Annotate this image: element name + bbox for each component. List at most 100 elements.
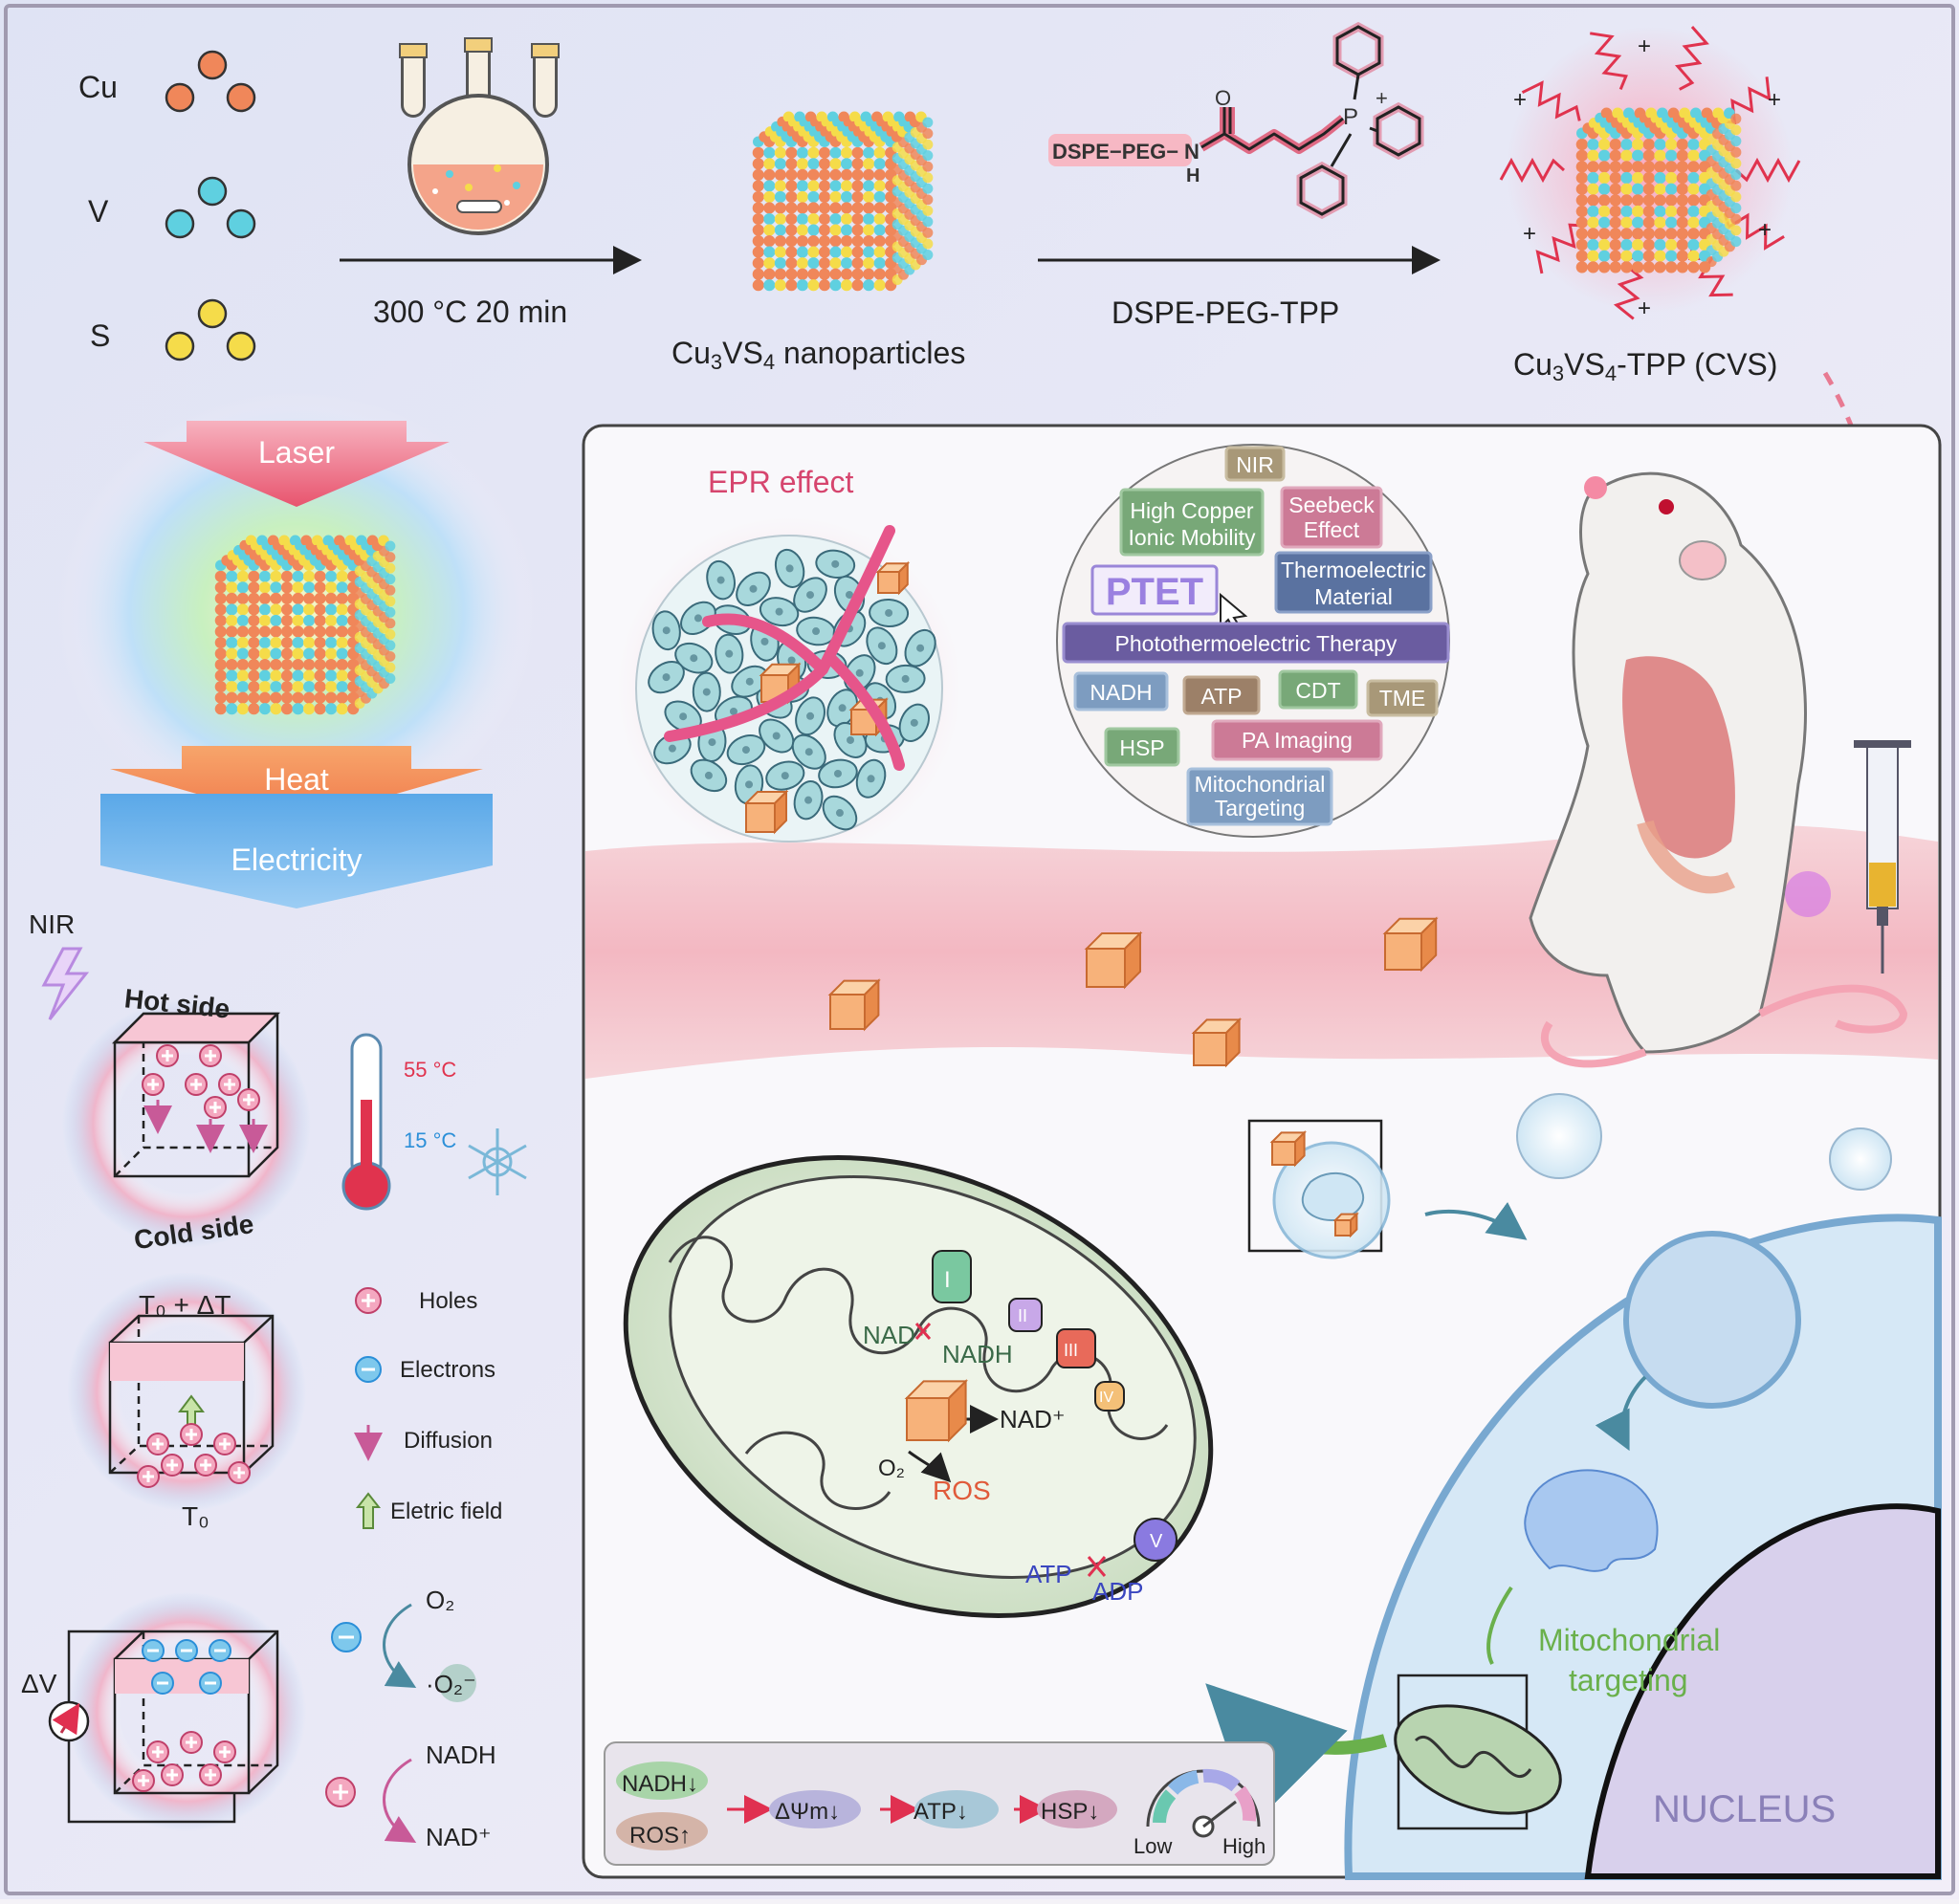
svg-text:Material: Material [1314,584,1393,609]
holes-cluster-1 [142,1044,268,1153]
cvs-nanocube-icon [1575,107,1742,274]
svg-text:Ionic Mobility: Ionic Mobility [1129,525,1256,550]
tag-hsp: HSP [1104,727,1180,767]
endosome [1623,1231,1801,1409]
tag-nir: NIR [1224,446,1286,482]
svg-text:III: III [1064,1341,1078,1360]
vessel-nanocubes [827,916,1439,1068]
svg-text:ATP: ATP [1025,1560,1072,1588]
tumor-cells [648,548,936,835]
svg-text:Photothermoelectric Therapy: Photothermoelectric Therapy [1115,631,1398,656]
svg-text:IV: IV [1099,1390,1113,1406]
legend-electrons: Electrons [400,1357,495,1383]
complex-ii [1008,1298,1043,1332]
electricity-arrow [100,794,493,908]
snowflake-icon [468,1128,527,1195]
tag-pa-imaging: PA Imaging [1211,719,1383,761]
cvs-charges: +++ +++ [1513,33,1781,321]
svg-text:NIR: NIR [1236,452,1274,477]
svg-text:I: I [944,1267,951,1293]
svg-text:+: + [1768,87,1781,113]
temp-high-label: 55 °C [404,1058,456,1082]
svg-text:+: + [1758,217,1772,243]
svg-text:+: + [1638,33,1651,59]
gauge-high-label: High [1222,1834,1266,1858]
complex-iv [1094,1381,1125,1412]
energy-conversion-panel: Laser Heat Electricity [57,392,536,908]
v-atoms [165,176,256,239]
flow-ros: ROS↑ [629,1823,691,1849]
nir-label: NIR [29,909,75,939]
complex-v [1134,1518,1178,1562]
svg-text:Thermoelectric: Thermoelectric [1281,558,1426,582]
epr-label: EPR effect [708,465,853,499]
tag-therapy: Photothermoelectric Therapy [1062,622,1450,664]
svg-text:CDT: CDT [1295,678,1340,703]
svg-text:NAD⁺: NAD⁺ [1000,1405,1066,1433]
dv-label: ΔV [21,1669,57,1698]
reaction-condition-label: 300 °C 20 min [373,295,567,329]
gauge-icon [1146,1768,1261,1838]
redox-nad-label: NAD⁺ [426,1823,492,1851]
three-neck-flask-icon [399,37,560,235]
synthesis-row: Cu V S 300 °C 20 min C [78,21,1934,681]
syringe-icon [1854,740,1911,974]
legend-holes: Holes [419,1288,477,1314]
epr-tumor: EPR effect [617,465,961,861]
svg-text:ROS: ROS [933,1476,991,1505]
tag-nadh: NADH [1073,671,1169,711]
s-atoms [165,298,256,361]
redox-nadh-label: NADH [426,1740,496,1769]
svg-text:Seebeck: Seebeck [1288,492,1375,517]
cvs-label: Cu3VS4-TPP (CVS) [1513,347,1777,385]
heat-label: Heat [264,762,329,797]
modifier-label: DSPE-PEG-TPP [1112,295,1339,330]
flow-nadh: NADH↓ [622,1771,698,1797]
central-nanocube-icon [214,535,396,715]
molecule-o-label: O [1215,86,1231,110]
legend-diffusion: Diffusion [404,1428,493,1454]
svg-text:High Copper: High Copper [1130,498,1253,523]
legend-electric-field: Eletric field [390,1499,502,1524]
svg-text:V: V [1150,1531,1163,1552]
tag-cdt: CDT [1278,669,1358,710]
redox-reactions: O₂ ·O₂⁻ NADH NAD⁺ [325,1586,496,1851]
thermo-cube-2 [108,1314,275,1475]
tag-tme: TME [1366,679,1439,717]
nanoparticle-label: Cu3VS4 nanoparticles [671,336,965,374]
laser-label: Laser [258,435,335,470]
svg-text:II: II [1018,1306,1027,1325]
element-label-cu: Cu [78,70,118,104]
molecule-dspe-label: DSPE−PEG− [1052,140,1178,164]
molecule-plus-label: + [1376,86,1388,110]
peg-chains [1499,25,1801,320]
swirl-glow-2 [67,1272,306,1511]
svg-text:NADH: NADH [1090,680,1152,705]
redox-o2-radical-label: ·O₂⁻ [426,1670,476,1698]
svg-text:Targeting: Targeting [1215,796,1306,821]
molecule-n-label: N [1184,140,1200,164]
temp-low-label: 15 °C [404,1128,456,1152]
nucleus-label: NUCLEUS [1653,1788,1836,1830]
svg-text:+: + [1638,295,1651,321]
nucleus [1584,1503,1941,1879]
svg-text:TME: TME [1379,686,1426,711]
thermometer-icon [341,1033,391,1211]
carrier-legend: Holes Electrons Diffusion Eletric field [354,1287,502,1529]
svg-text:+: + [1513,87,1527,113]
swirl-glow-3 [67,1592,306,1831]
nanocube-icon [752,111,934,292]
mouse-illustration [1529,471,1908,1068]
molecule-p-label: P [1343,104,1358,130]
svg-text:NADH: NADH [942,1340,1013,1368]
element-label-s: S [90,318,110,353]
lightning-icon [41,947,90,1020]
flow-hsp: HSP↓ [1041,1799,1099,1825]
element-label-v: V [88,194,109,229]
